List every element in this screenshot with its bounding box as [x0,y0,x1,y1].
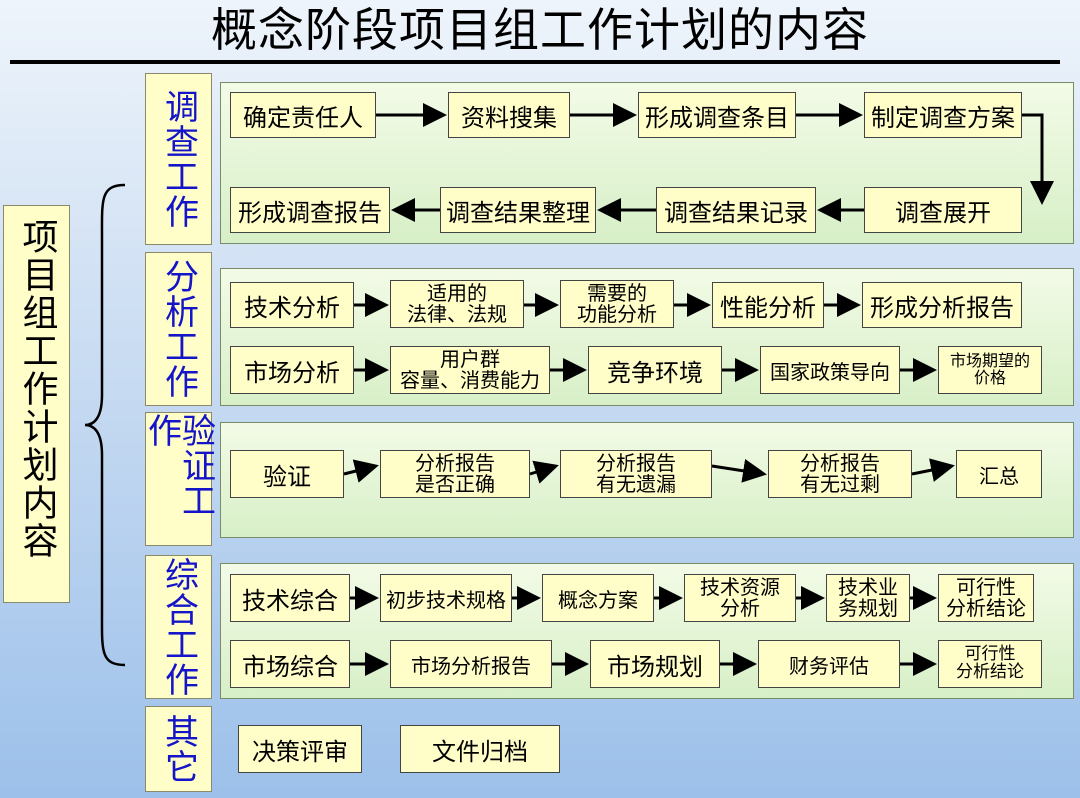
category-synth: 综合工作 [145,555,212,699]
initial-spec: 初步技术规格 [380,574,512,622]
step-confirm-responsible: 确定责任人 [230,92,376,138]
market-report: 市场分析报告 [390,640,552,688]
laws-applicable: 适用的法律、法规 [390,280,524,328]
report-correct: 分析报告是否正确 [380,450,530,498]
title-underline [10,60,1060,64]
analysis-report: 形成分析报告 [862,282,1022,328]
report-excess: 分析报告有无过剩 [768,450,912,498]
market-analysis: 市场分析 [230,346,354,394]
decision-review: 决策评审 [238,725,362,773]
market-synth: 市场综合 [230,640,350,688]
step-plan: 制定调查方案 [864,92,1022,138]
expected-price: 市场期望的价格 [938,346,1042,394]
performance-analysis: 性能分析 [712,282,824,328]
step-report: 形成调查报告 [230,187,390,233]
category-verify: 验证工作 [142,412,216,546]
tech-resources: 技术资源分析 [684,574,796,622]
policy: 国家政策导向 [760,346,900,394]
feasibility-tech: 可行性分析结论 [938,574,1034,622]
concept-plan: 概念方案 [542,574,654,622]
tech-analysis: 技术分析 [230,282,354,328]
archive-docs: 文件归档 [400,725,560,773]
step-collect-data: 资料搜集 [448,92,570,138]
finance-eval: 财务评估 [758,640,900,688]
brace-icon [84,183,126,667]
user-group: 用户群容量、消费能力 [390,346,550,394]
category-other: 其它 [145,706,212,792]
category-survey: 调查工作 [145,73,212,245]
market-plan: 市场规划 [590,640,720,688]
competition: 竞争环境 [588,346,722,394]
tech-synth: 技术综合 [230,574,350,622]
step-organize: 调查结果整理 [440,187,596,233]
verify: 验证 [230,450,344,498]
page-title: 概念阶段项目组工作计划的内容 [211,3,869,57]
report-omission: 分析报告有无遗漏 [560,450,712,498]
function-analysis: 需要的功能分析 [560,280,674,328]
business-plan: 技术业务规划 [826,574,910,622]
feasibility-market: 可行性分析结论 [938,640,1042,688]
step-form-items: 形成调查条目 [638,92,796,138]
root-label: 项目组工作计划内容 [3,205,70,603]
step-conduct: 调查展开 [864,187,1022,233]
category-analysis: 分析工作 [145,252,212,406]
summary: 汇总 [956,450,1042,498]
step-record: 调查结果记录 [656,187,816,233]
